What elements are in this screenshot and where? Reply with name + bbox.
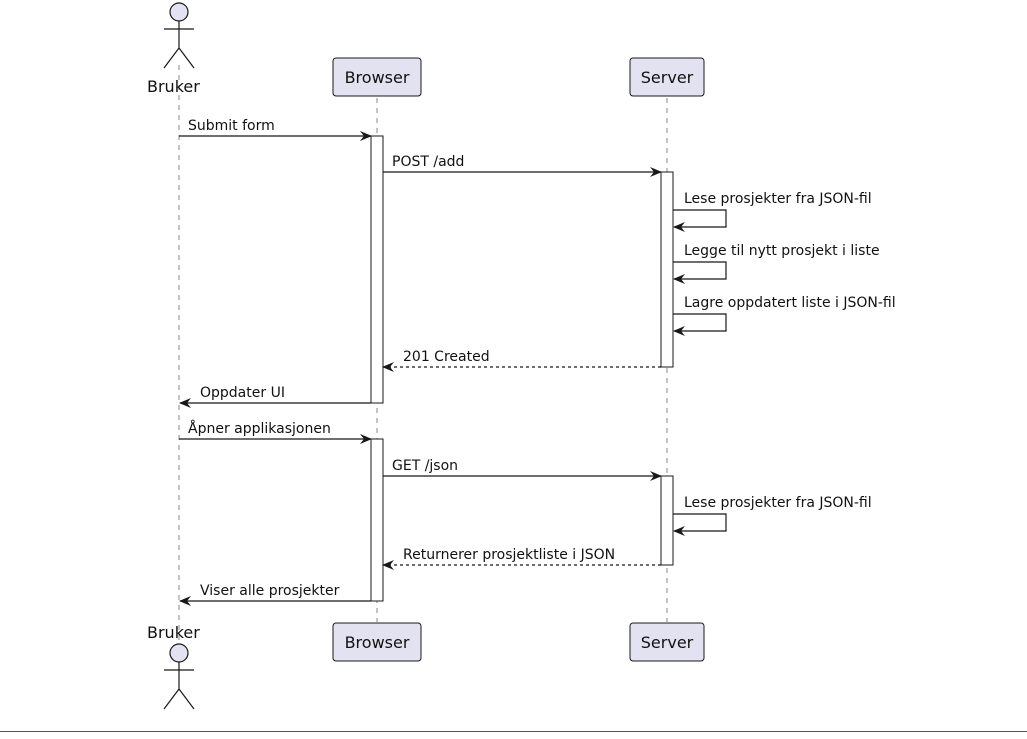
- activation-bar-browser: [370, 135, 384, 404]
- actor-bruker-bottom: Bruker: [147, 623, 200, 710]
- participant-box: [629, 622, 705, 662]
- message-11: Returnerer prosjektliste i JSON: [382, 547, 661, 570]
- message-9: GET /json: [383, 458, 662, 481]
- actor-head-icon: [169, 643, 189, 663]
- activation-bar-server: [660, 171, 674, 368]
- message-label: 201 Created: [403, 349, 490, 365]
- activation-bar-browser: [370, 438, 384, 602]
- message-6: 201 Created: [382, 349, 661, 372]
- message-4: Legge til nytt prosjekt i liste: [673, 243, 880, 284]
- activation-bar-server: [660, 475, 674, 566]
- message-7: Oppdater UI: [179, 385, 371, 408]
- bottom-border: [0, 731, 1027, 732]
- message-label: Åpner applikasjonen: [188, 420, 331, 437]
- self-message-arrow: [673, 209, 727, 232]
- participant-browser-top: Browser: [332, 57, 422, 97]
- participant-server-top: Server: [629, 57, 705, 97]
- participant-label: Server: [641, 633, 694, 652]
- participant-box: [332, 57, 422, 97]
- participant-box: [332, 622, 422, 662]
- message-5: Lagre oppdatert liste i JSON-fil: [673, 295, 896, 336]
- participant-browser-bottom: Browser: [332, 622, 422, 662]
- actor-label: Bruker: [147, 623, 200, 642]
- self-message-arrow: [673, 261, 727, 284]
- self-message-arrow: [673, 313, 727, 336]
- message-label: Viser alle prosjekter: [200, 583, 340, 599]
- actor-body-icon: [163, 21, 195, 69]
- actor-bruker-top: Bruker: [147, 2, 200, 96]
- participant-label: Server: [641, 68, 694, 87]
- message-label: Legge til nytt prosjekt i liste: [684, 243, 880, 259]
- message-label: POST /add: [392, 154, 464, 170]
- actor-body-icon: [163, 662, 195, 710]
- participant-box: [629, 57, 705, 97]
- message-label: Lagre oppdatert liste i JSON-fil: [684, 295, 896, 311]
- message-label: Lese prosjekter fra JSON-fil: [684, 495, 872, 511]
- participant-server-bottom: Server: [629, 622, 705, 662]
- message-8: Åpner applikasjonen: [179, 420, 372, 444]
- message-label: Oppdater UI: [200, 385, 285, 401]
- actor-label: Bruker: [147, 77, 200, 96]
- message-2: POST /add: [383, 154, 662, 177]
- actor-head-icon: [169, 2, 189, 22]
- message-label: Returnerer prosjektliste i JSON: [403, 547, 615, 563]
- participant-label: Browser: [345, 68, 410, 87]
- message-label: Submit form: [188, 118, 275, 134]
- message-3: Lese prosjekter fra JSON-fil: [673, 191, 872, 232]
- participant-label: Browser: [345, 633, 410, 652]
- message-10: Lese prosjekter fra JSON-fil: [673, 495, 872, 536]
- message-12: Viser alle prosjekter: [179, 583, 371, 606]
- message-label: Lese prosjekter fra JSON-fil: [684, 191, 872, 207]
- message-1: Submit form: [179, 118, 372, 141]
- self-message-arrow: [673, 513, 727, 536]
- message-label: GET /json: [392, 458, 458, 474]
